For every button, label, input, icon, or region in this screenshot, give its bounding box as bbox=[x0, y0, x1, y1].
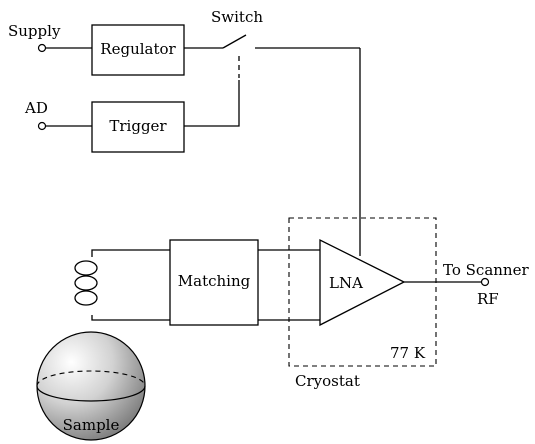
matching-label: Matching bbox=[178, 272, 251, 290]
trigger-label: Trigger bbox=[109, 117, 167, 135]
coil-bottom-lead bbox=[91, 315, 170, 321]
lna-label: LNA bbox=[329, 274, 363, 292]
rf-label: RF bbox=[477, 290, 499, 308]
rf-output-terminal bbox=[480, 277, 490, 287]
trigger-to-switch-wire bbox=[184, 80, 240, 127]
supply-label: Supply bbox=[8, 22, 61, 40]
sample-sphere bbox=[36, 331, 146, 441]
switch-blade bbox=[222, 34, 247, 49]
sample-label: Sample bbox=[63, 416, 120, 434]
lna-amplifier bbox=[319, 238, 406, 327]
ad-terminal bbox=[37, 121, 47, 131]
matching-block bbox=[169, 239, 259, 326]
coil-top-lead bbox=[91, 249, 170, 257]
to-scanner-label: To Scanner bbox=[443, 261, 529, 279]
coil-icon bbox=[74, 260, 98, 306]
supply-terminal bbox=[37, 43, 47, 53]
regulator-label: Regulator bbox=[100, 40, 176, 58]
trigger-block bbox=[91, 101, 185, 153]
cryostat-boundary bbox=[288, 217, 437, 367]
temperature-label: 77 K bbox=[390, 344, 426, 362]
regulator-block bbox=[91, 24, 185, 76]
cryostat-label: Cryostat bbox=[295, 372, 360, 390]
switch-label: Switch bbox=[211, 8, 263, 26]
ad-label: AD bbox=[24, 99, 48, 117]
